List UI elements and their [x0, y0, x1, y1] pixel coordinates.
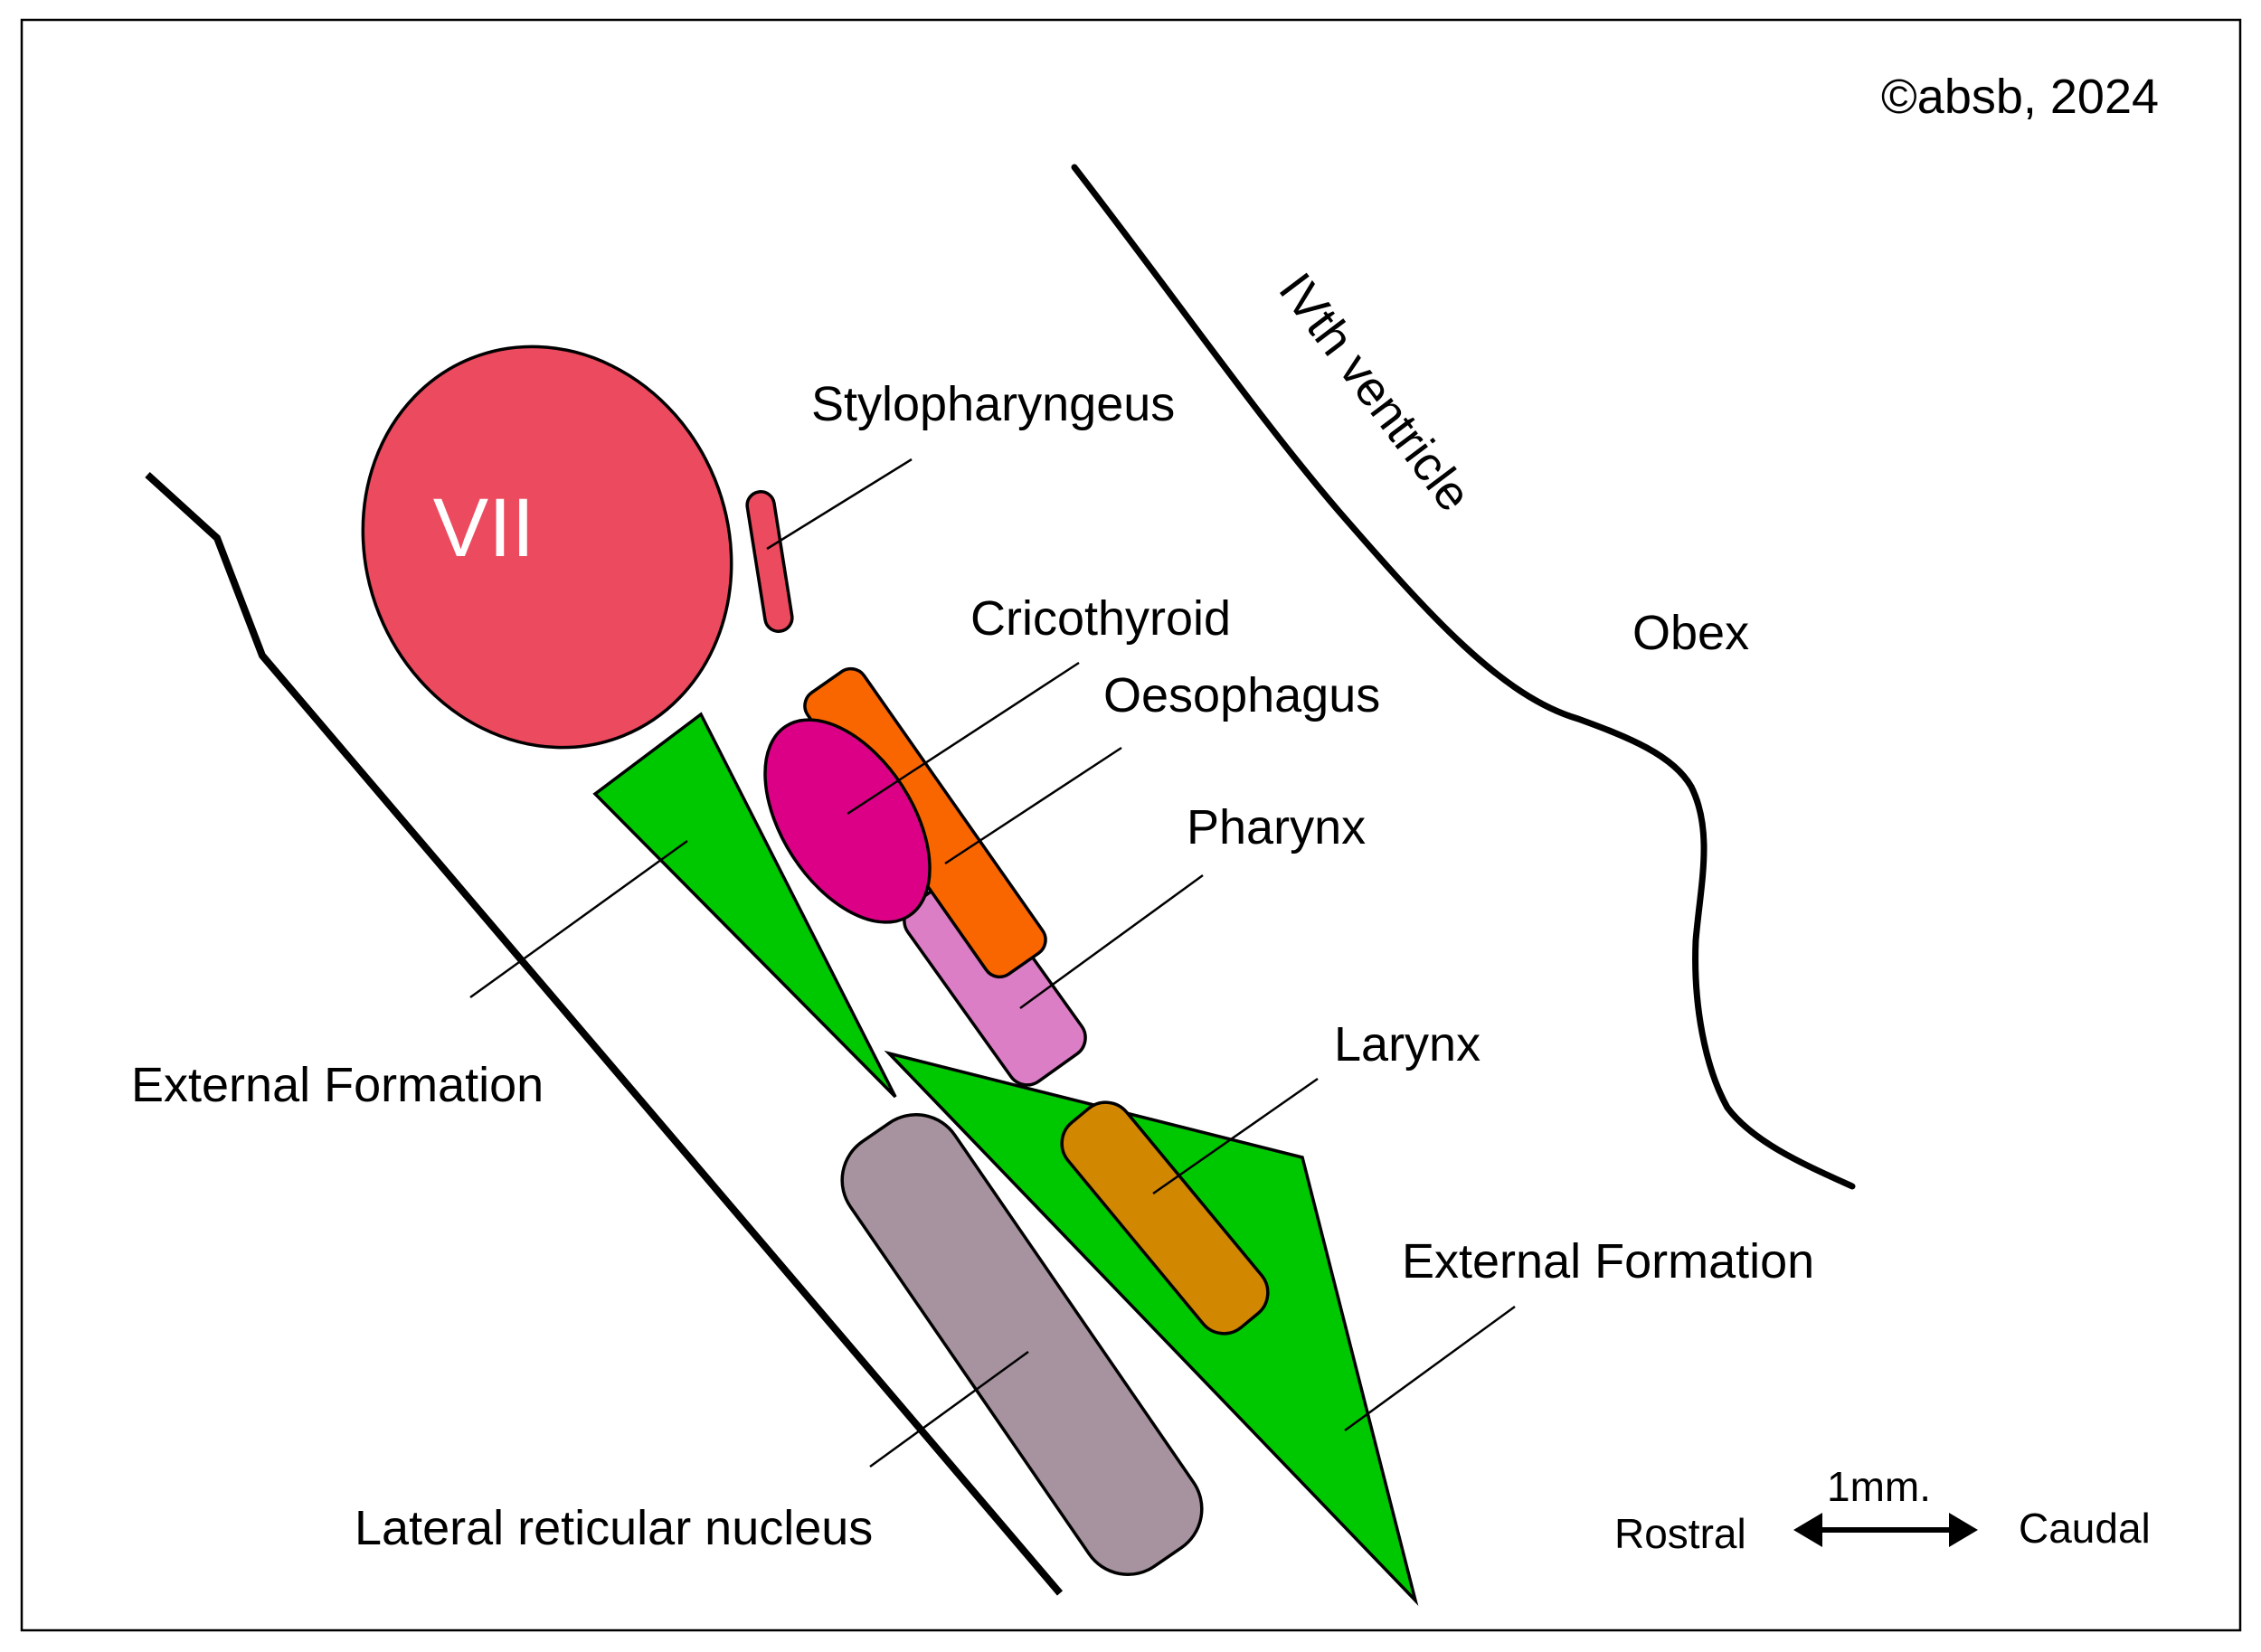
oesophagus-label: Oesophagus: [1103, 668, 1380, 722]
stylopharyngeus-label: Stylopharyngeus: [811, 377, 1175, 431]
larynx-shape: [1060, 1100, 1270, 1336]
scale-bar-label: 1mm.: [1827, 1463, 1931, 1510]
stylopharyngeus-leader: [766, 458, 913, 551]
larynx-leader: [1152, 1077, 1319, 1195]
pharynx-label: Pharynx: [1187, 800, 1366, 854]
lateral-reticular-nucleus-label: Lateral reticular nucleus: [355, 1501, 873, 1555]
obex-label: Obex: [1632, 606, 1749, 660]
oesophagus-leader: [944, 746, 1122, 865]
cricothyroid-label: Cricothyroid: [970, 591, 1231, 646]
lateral-reticular-nucleus-shape: [840, 1113, 1204, 1576]
rostral-caudal-arrow: [1793, 1513, 1978, 1547]
cricothyroid-shape: [763, 718, 932, 924]
pharynx-leader: [1019, 873, 1204, 1010]
vii-label: VII: [433, 482, 535, 574]
external-formation-right-label: External Formation: [1402, 1234, 1814, 1289]
external-formation-left-leader: [469, 839, 688, 999]
ivth-ventricle-label: IVth ventricle: [1268, 263, 1481, 521]
cricothyroid-leader: [847, 661, 1080, 816]
copyright-text: ©absb, 2024: [1881, 70, 2159, 124]
rostral-label: Rostral: [1614, 1510, 1746, 1557]
brainstem-lateral-boundary: [145, 472, 1064, 1596]
larynx-label: Larynx: [1334, 1017, 1481, 1071]
external-formation-right-leader: [1344, 1305, 1516, 1432]
vii-nucleus-shape: [361, 345, 733, 750]
ivth-ventricle-outline: [1071, 164, 1856, 1190]
caudal-label: Caudal: [2019, 1505, 2151, 1552]
external-formation-left-label: External Formation: [131, 1058, 544, 1112]
figure-border: [20, 18, 2242, 1632]
lateral-reticular-nucleus-leader: [869, 1350, 1029, 1468]
external-formation-left-shape: [592, 712, 897, 1099]
stylopharyngeus-shape: [745, 490, 794, 633]
